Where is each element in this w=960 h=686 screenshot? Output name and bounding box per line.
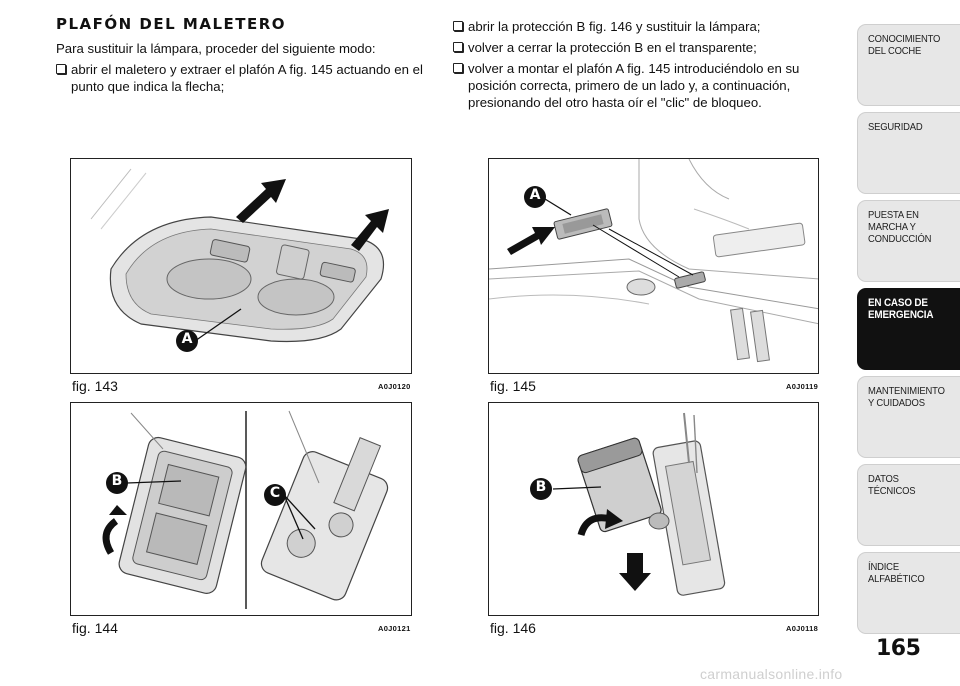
step-item: volver a montar el plafón A fig. 145 int… <box>453 60 848 111</box>
checkbox-bullet-icon <box>453 42 463 52</box>
tab-mantenimiento[interactable]: MANTENIMIENTO Y CUIDADOS <box>857 376 960 458</box>
checkbox-bullet-icon <box>453 21 463 31</box>
tab-indice-alfabetico[interactable]: ÍNDICE ALFABÉTICO <box>857 552 960 634</box>
tab-seguridad[interactable]: SEGURIDAD <box>857 112 960 194</box>
figure-146-caption: fig. 146 <box>490 620 536 636</box>
step-text: volver a montar el plafón A fig. 145 int… <box>468 61 800 110</box>
callout-b-label: B <box>111 473 123 489</box>
callout-c-label: C <box>269 485 281 501</box>
figure-144-code: A0J0121 <box>378 624 411 633</box>
section-heading: PLAFÓN DEL MALETERO <box>56 15 287 33</box>
figure-145-illustration: A <box>488 158 819 374</box>
right-text-column: abrir la protección B fig. 146 y sustitu… <box>453 18 848 115</box>
step-text: volver a cerrar la protección B en el tr… <box>468 40 757 55</box>
figure-145-caption: fig. 145 <box>490 378 536 394</box>
step-item: abrir la protección B fig. 146 y sustitu… <box>453 18 848 35</box>
watermark: carmanualsonline.info <box>700 666 843 682</box>
step-text: abrir la protección B fig. 146 y sustitu… <box>468 19 761 34</box>
callout-a-icon <box>524 186 546 208</box>
tab-puesta-en-marcha[interactable]: PUESTA EN MARCHA Y CONDUCCIÓN <box>857 200 960 282</box>
figure-146-code: A0J0118 <box>786 624 819 633</box>
callout-c-icon <box>264 484 286 506</box>
tab-conocimiento-del-coche[interactable]: CONOCIMIENTO DEL COCHE <box>857 24 960 106</box>
tab-en-caso-de-emergencia[interactable]: EN CASO DE EMERGENCIA <box>857 288 960 370</box>
figure-143-illustration: A <box>70 158 412 374</box>
callout-b-label: B <box>535 479 547 495</box>
figure-144-illustration: B C <box>70 402 412 616</box>
figure-143-caption: fig. 143 <box>72 378 118 394</box>
callout-b-icon <box>530 478 552 500</box>
checkbox-bullet-icon <box>453 63 463 73</box>
figure-145-code: A0J0119 <box>786 382 819 391</box>
step-text: abrir el maletero y extraer el plafón A … <box>71 62 423 94</box>
step-item: abrir el maletero y extraer el plafón A … <box>56 61 436 95</box>
tab-datos-tecnicos[interactable]: DATOS TÉCNICOS <box>857 464 960 546</box>
intro-text: Para sustituir la lámpara, proceder del … <box>56 41 376 56</box>
figure-146-illustration: B <box>488 402 819 616</box>
figure-144-caption: fig. 144 <box>72 620 118 636</box>
left-text-column: Para sustituir la lámpara, proceder del … <box>56 40 436 99</box>
step-item: volver a cerrar la protección B en el tr… <box>453 39 848 56</box>
callout-a-label: A <box>181 331 193 347</box>
callout-b-icon <box>106 472 128 494</box>
page-number: 165 <box>876 636 921 661</box>
checkbox-bullet-icon <box>56 64 66 74</box>
figure-143-code: A0J0120 <box>378 382 411 391</box>
callout-a-label: A <box>529 187 541 203</box>
callout-a-icon <box>176 330 198 352</box>
chapter-tabs: CONOCIMIENTO DEL COCHE SEGURIDAD PUESTA … <box>857 24 960 638</box>
